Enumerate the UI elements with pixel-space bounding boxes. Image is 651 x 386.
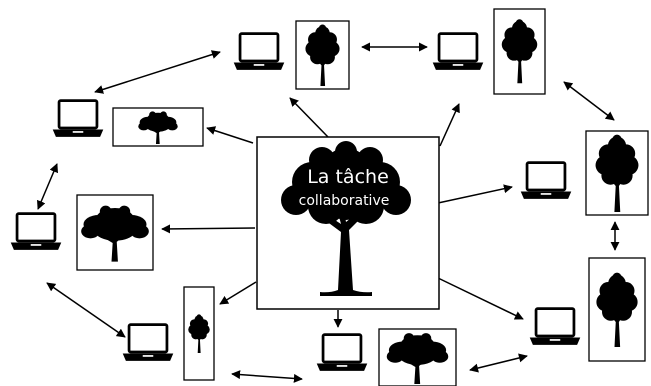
laptop-icon bbox=[51, 99, 105, 139]
center-subtitle: collaborative bbox=[299, 193, 390, 209]
laptop-icon bbox=[431, 32, 485, 72]
participant-trees bbox=[76, 8, 649, 386]
laptop-icon bbox=[528, 307, 582, 347]
tree-frame bbox=[585, 130, 649, 216]
laptop-icon bbox=[9, 212, 63, 252]
tree-frame bbox=[493, 8, 546, 95]
laptop-icon bbox=[519, 161, 573, 201]
tree-frame bbox=[378, 328, 457, 386]
laptop-icon bbox=[121, 323, 175, 363]
center-title: La tâche bbox=[307, 166, 389, 188]
laptop-icon bbox=[232, 32, 286, 72]
tree-frame bbox=[76, 194, 154, 271]
large-tree-icon bbox=[281, 141, 411, 296]
laptop-icon bbox=[315, 333, 369, 373]
tree-frame bbox=[588, 257, 646, 362]
tree-frame bbox=[295, 20, 350, 90]
central-task-node: La tâche collaborative bbox=[256, 136, 440, 310]
tree-frame bbox=[183, 286, 215, 381]
connection-arrows bbox=[37, 42, 620, 383]
tree-frame bbox=[112, 107, 204, 147]
